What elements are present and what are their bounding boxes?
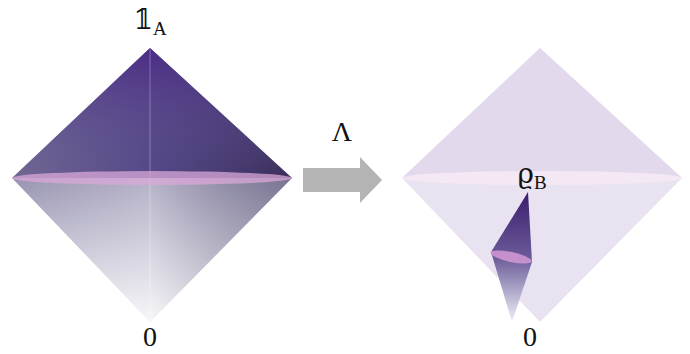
lower-cone-shade xyxy=(12,178,292,322)
faint-cone xyxy=(402,48,682,322)
zero-label: 0 xyxy=(143,323,157,351)
cone-axis xyxy=(149,48,151,322)
state-label: ϱB xyxy=(517,160,546,188)
upper-cone-shade xyxy=(12,48,292,178)
lower-cone xyxy=(12,178,292,322)
zero-label: 0 xyxy=(523,323,537,351)
faint-upper xyxy=(402,48,682,178)
image-section xyxy=(489,248,532,267)
cross-section xyxy=(12,171,292,185)
upper-cone xyxy=(12,48,292,178)
unit-label: 𝟙A xyxy=(133,6,166,34)
map-arrow xyxy=(303,157,382,203)
map-label: Λ xyxy=(332,118,352,146)
